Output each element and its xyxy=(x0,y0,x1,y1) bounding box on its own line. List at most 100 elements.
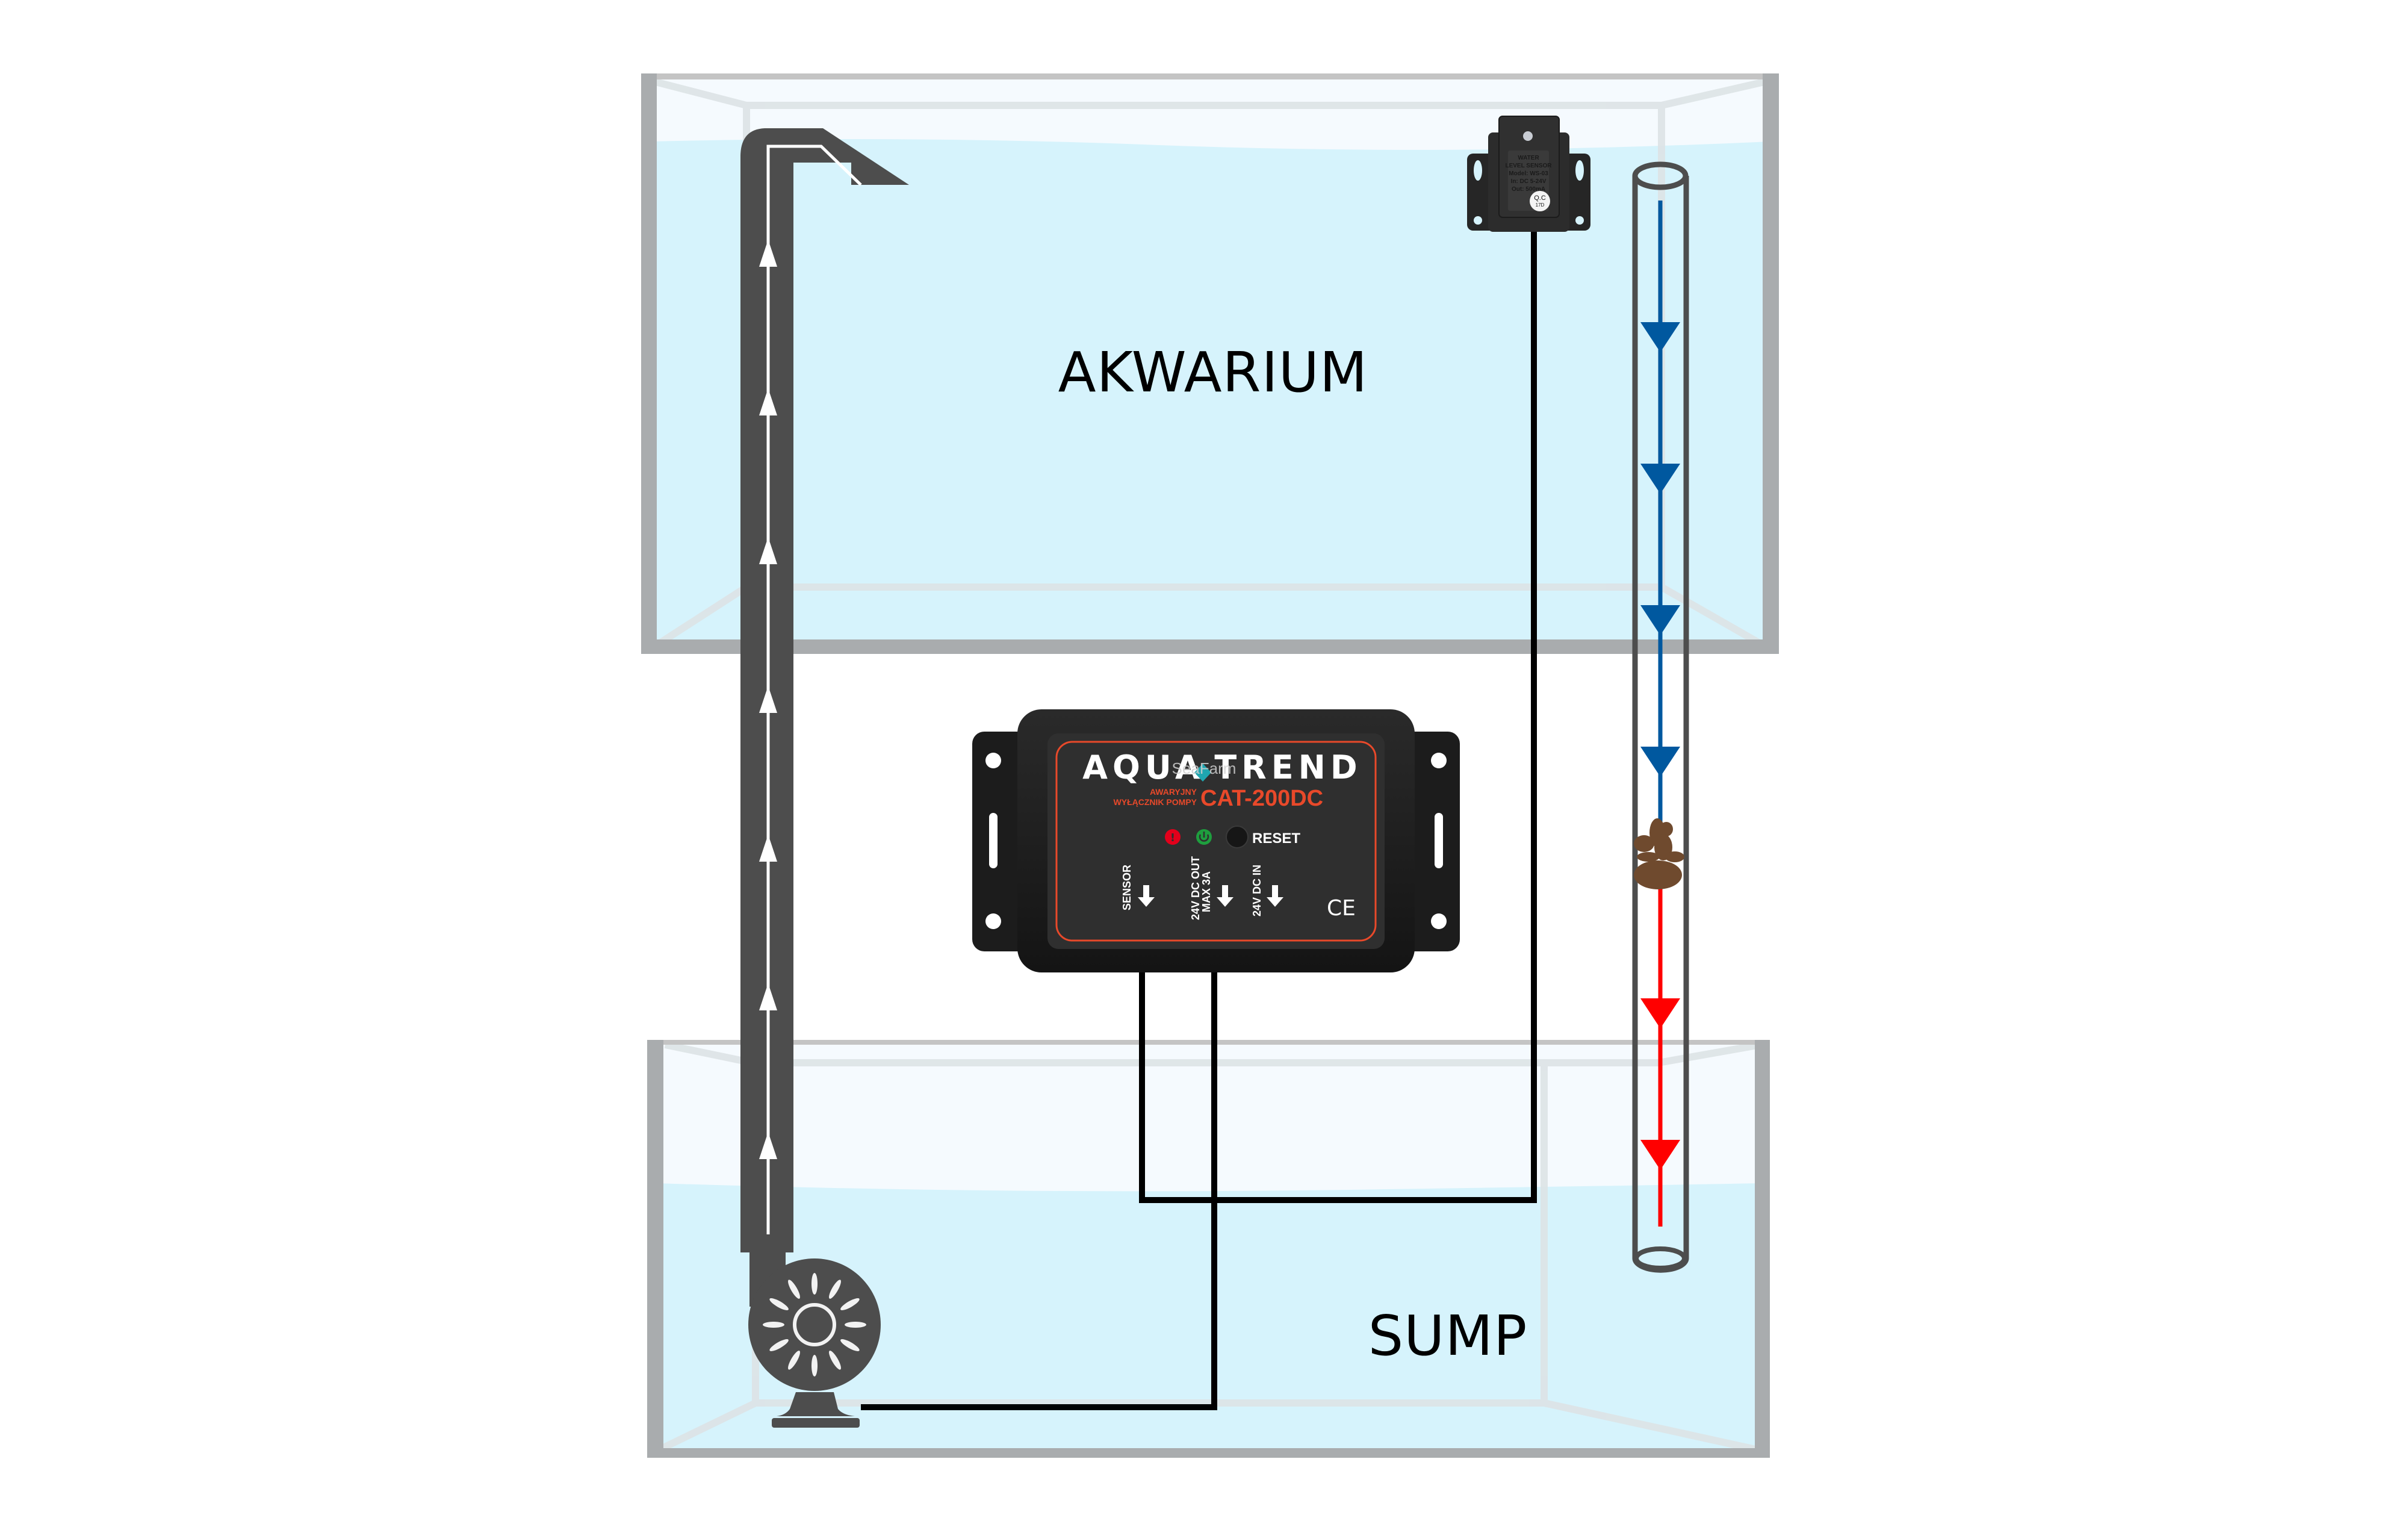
flow-down-arrow-icon xyxy=(1640,747,1680,777)
power-led xyxy=(1196,829,1212,845)
sensor-model: Model: WS-03 xyxy=(1509,170,1548,177)
sensor-mount-hole-right-top xyxy=(1575,160,1584,181)
alarm-led: ! xyxy=(1165,829,1181,845)
flow-up-arrow-icon xyxy=(759,388,777,415)
pump-power-wire xyxy=(861,972,1217,1410)
arrow-down-icon xyxy=(1217,885,1233,907)
exclamation-icon: ! xyxy=(1170,832,1175,844)
flow-down-arrow-icon xyxy=(1640,464,1680,494)
mount-hole-right-bottom xyxy=(1431,913,1447,929)
impeller-blade xyxy=(788,1351,800,1370)
pump-foot xyxy=(772,1418,860,1428)
overflow-pipe-top-rim xyxy=(1632,161,1689,190)
aquarium-water xyxy=(650,139,1770,647)
aquarium-frame-left xyxy=(641,73,657,653)
pump-impeller-ring xyxy=(793,1303,836,1346)
flow-up-arrow-icon xyxy=(759,686,777,713)
impeller-blade xyxy=(845,1322,866,1328)
impeller-blade xyxy=(788,1280,800,1299)
return-pipe-body xyxy=(740,128,909,1252)
port-dc-in: 24V DC IN xyxy=(1251,865,1283,916)
sensor-input: In: DC 5-24V xyxy=(1511,178,1547,185)
blocked-flow-arrow-icon xyxy=(1640,1140,1680,1170)
aquarium-frame-bottom xyxy=(641,639,1779,654)
sensor-led-icon xyxy=(1523,131,1533,141)
impeller-blade xyxy=(829,1351,841,1370)
brand-logo-left: AQUA xyxy=(1082,748,1205,786)
sensor-text-line2: LEVEL SENSOR xyxy=(1505,163,1552,169)
port-sensor: SENSOR xyxy=(1121,865,1155,910)
sump-water xyxy=(656,1183,1764,1451)
overflow-flow-arrows xyxy=(1640,322,1680,1170)
impeller-blade xyxy=(763,1322,784,1328)
model-name: CAT-200DC xyxy=(1200,786,1323,811)
sensor-qc-line2: 17D xyxy=(1536,202,1545,208)
sensor-output: Out: 500mA xyxy=(1512,186,1545,193)
controller-orange-border xyxy=(1055,741,1377,942)
return-flow-arrows xyxy=(759,240,777,1159)
subtitle-line2: WYŁĄCZNIK POMPY xyxy=(1114,797,1197,807)
blocked-flow-arrow-icon xyxy=(1640,998,1680,1028)
sump-tank xyxy=(647,1040,1770,1458)
aquarium-label: AKWARIUM xyxy=(1058,340,1368,405)
port-sensor-label: SENSOR xyxy=(1121,865,1133,910)
pump-base xyxy=(777,1392,855,1416)
wiring xyxy=(861,232,1537,1410)
port-dc-out: 24V DC OUT MAX 3A xyxy=(1190,856,1233,920)
power-icon xyxy=(1199,832,1209,842)
reset-label: RESET xyxy=(1252,830,1300,847)
return-pipe xyxy=(740,128,909,1428)
sump-frame-top xyxy=(647,1040,1770,1045)
port-dc-out-label: 24V DC OUT xyxy=(1190,856,1202,920)
sensor-qc-sticker xyxy=(1530,191,1550,211)
sump-frame-right xyxy=(1755,1040,1770,1457)
pump xyxy=(748,1234,881,1428)
sump-frame-bottom xyxy=(647,1448,1770,1458)
sensor-mount-hole-right-bottom xyxy=(1575,216,1584,225)
flow-up-arrow-icon xyxy=(759,240,777,267)
impeller-blade xyxy=(840,1298,860,1310)
impeller-blade xyxy=(769,1339,789,1351)
sensor-mount-hole-left-top xyxy=(1474,160,1482,181)
sensor-text-line1: WATER xyxy=(1518,155,1539,161)
arrow-down-icon xyxy=(1138,885,1155,907)
flow-up-arrow-icon xyxy=(759,537,777,564)
flow-up-arrow-icon xyxy=(759,983,777,1010)
mount-hole-left-top xyxy=(985,753,1001,768)
mount-hole-right-top xyxy=(1431,753,1447,768)
aquarium-frame-top xyxy=(641,73,1779,79)
arrow-down-icon xyxy=(1267,885,1283,907)
mount-slot-left xyxy=(989,813,998,868)
flow-down-arrow-icon xyxy=(1640,322,1680,352)
flow-up-arrow-icon xyxy=(759,1132,777,1159)
pump-housing xyxy=(748,1258,881,1391)
impeller-blade xyxy=(811,1355,818,1376)
impeller-blade xyxy=(840,1339,860,1351)
brand-diamond-icon xyxy=(1194,764,1211,782)
overflow-pipe-bottom-opening xyxy=(1634,1246,1687,1271)
sump-frame-left xyxy=(647,1040,663,1457)
controller-face-plate xyxy=(1047,733,1385,949)
ce-mark-icon: CE xyxy=(1327,896,1356,921)
mount-slot-right xyxy=(1435,813,1443,868)
port-dc-in-label: 24V DC IN xyxy=(1251,865,1263,916)
sump-label: SUMP xyxy=(1368,1304,1528,1368)
flow-up-arrow-icon xyxy=(759,835,777,862)
pump-impeller-blades-icon xyxy=(763,1273,866,1376)
overflow-pipe xyxy=(1632,161,1689,1273)
subtitle-line1: AWARYJNY xyxy=(1150,787,1197,797)
sensor-wire xyxy=(1139,232,1537,1203)
aquarium-frame-right xyxy=(1763,73,1779,653)
impeller-blade xyxy=(829,1280,841,1299)
reset-button[interactable] xyxy=(1226,826,1249,848)
brand-watermark: SeaFarm xyxy=(1172,759,1237,777)
sensor-mount-hole-left-bottom xyxy=(1474,216,1482,225)
impeller-blade xyxy=(769,1298,789,1310)
brand-logo-right: TREND xyxy=(1214,748,1362,786)
clog-debris-icon xyxy=(1634,818,1684,889)
mount-hole-left-bottom xyxy=(985,913,1001,929)
flow-down-arrow-icon xyxy=(1640,605,1680,635)
impeller-blade xyxy=(811,1273,818,1295)
port-dc-out-sublabel: MAX 3A xyxy=(1200,871,1212,912)
